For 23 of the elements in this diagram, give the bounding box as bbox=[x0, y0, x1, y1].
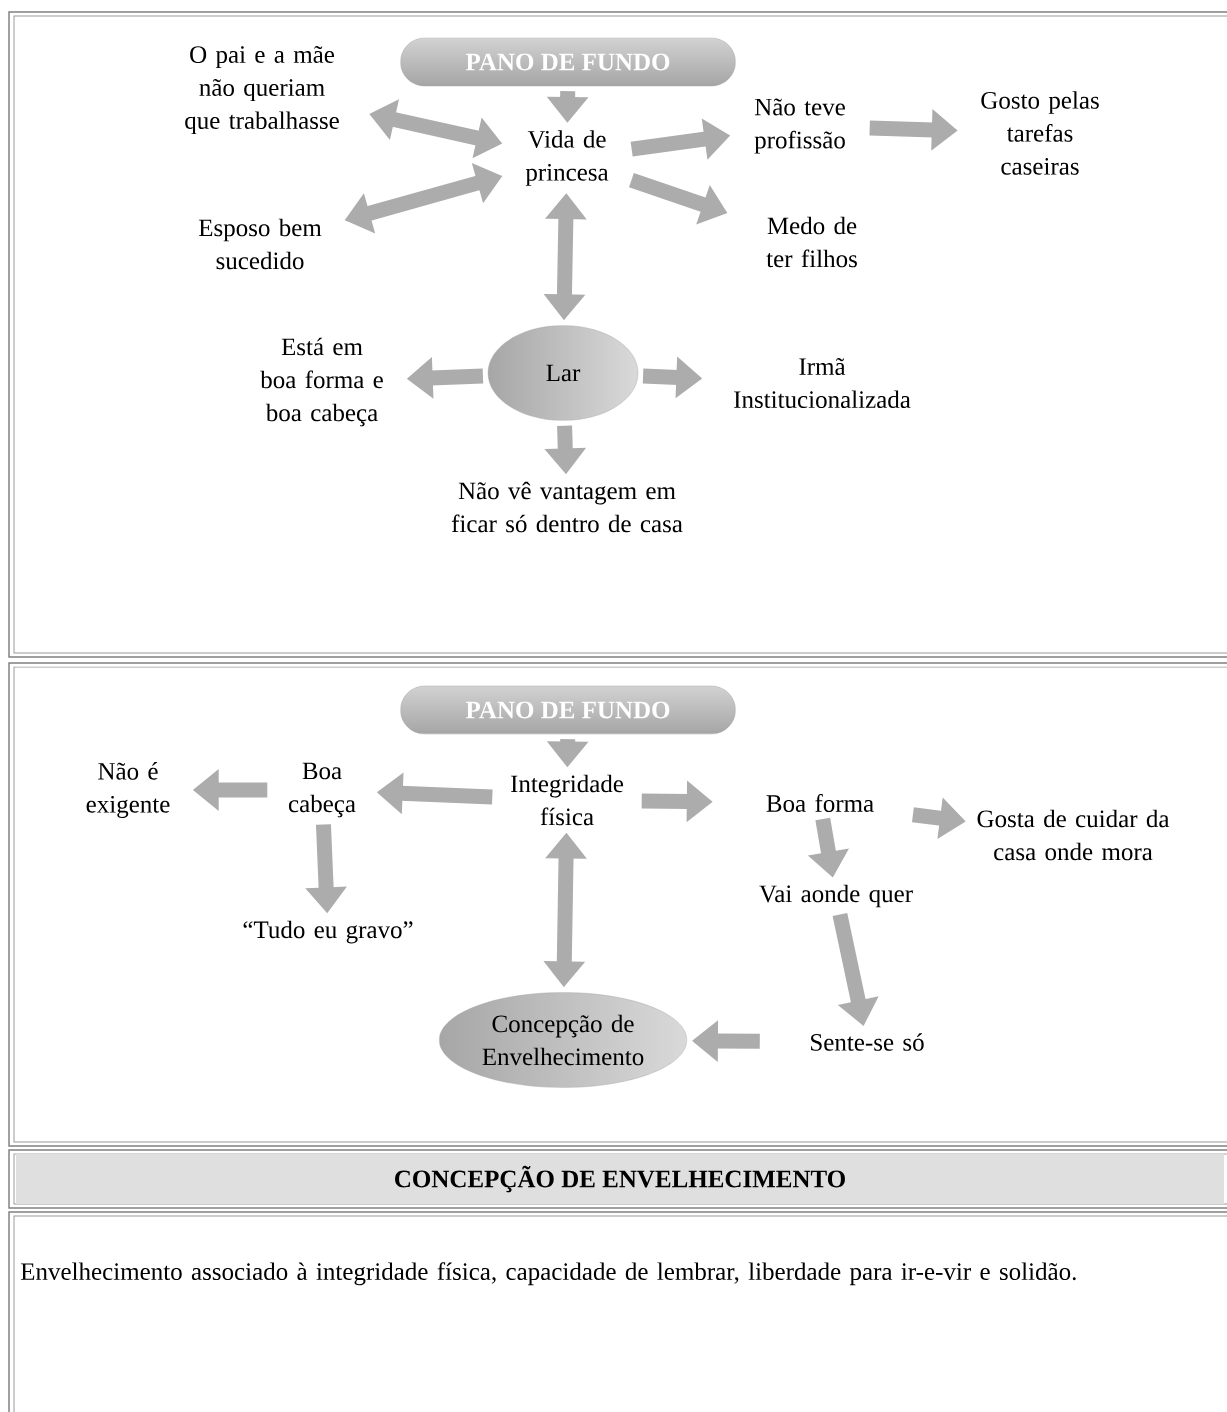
concept-label: Gosto pelas tarefas caseiras bbox=[981, 91, 1099, 175]
concept-label: Não vê vantagem em ficar só dentro de casa bbox=[451, 481, 683, 533]
concept-label: Vida de princesa bbox=[525, 130, 609, 186]
banner: PANO DE FUNDO bbox=[400, 37, 736, 87]
concept-label: Não é exigente bbox=[86, 762, 170, 818]
concept-label: Irmã Institucionalizada bbox=[734, 357, 911, 409]
concept-label: Esposo bem sucedido bbox=[198, 218, 322, 270]
concept-label: Integridade física bbox=[511, 774, 624, 826]
concept-label: Medo de ter filhos bbox=[766, 216, 857, 268]
concept-label: O pai e a mãe não queriam que trabalhasse bbox=[185, 45, 339, 135]
concept-label: “Tudo eu gravo” bbox=[243, 920, 413, 944]
concept-label: Sente-se só bbox=[811, 1033, 924, 1051]
concept-label: Vai aonde quer bbox=[759, 884, 913, 908]
ellipse-node: Concepção de Envelhecimento bbox=[439, 992, 687, 1088]
concept-label: Não teve profissão bbox=[754, 98, 845, 154]
ellipse-node: Lar bbox=[487, 325, 639, 421]
concept-label: Está em boa forma e boa cabeça bbox=[260, 337, 383, 427]
concept-label: Boa cabeça bbox=[288, 762, 356, 818]
section-heading: CONCEPÇÃO DE ENVELHECIMENTO bbox=[16, 1154, 1224, 1204]
concept-label: Boa forma bbox=[766, 794, 874, 812]
banner: PANO DE FUNDO bbox=[400, 685, 736, 735]
body-text: Envelhecimento associado à integridade física, capacidade de lembrar, liberdade para ir-e-vir e solidão. bbox=[20, 1262, 1076, 1286]
concept-label: Gosta de cuidar da casa onde mora bbox=[977, 809, 1170, 861]
